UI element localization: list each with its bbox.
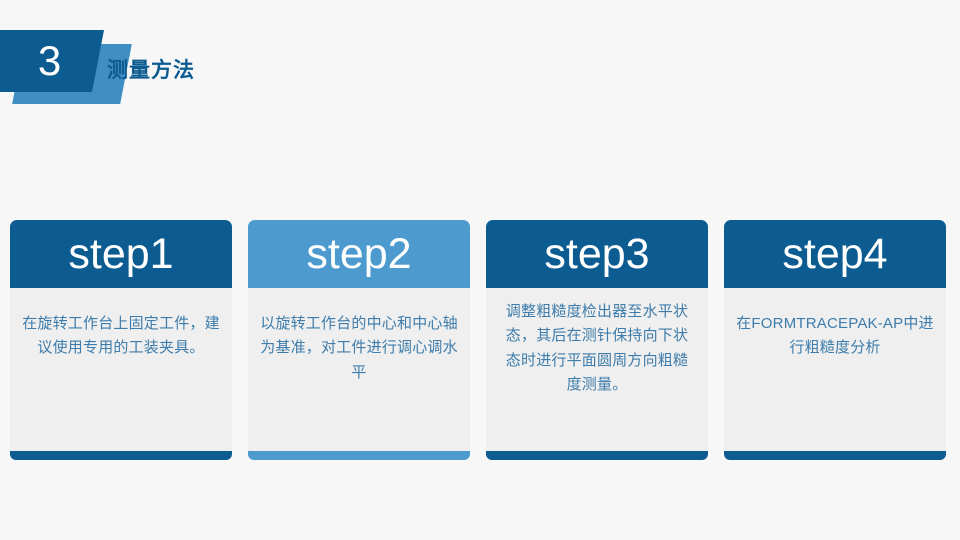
step-card-2: step2 以旋转工作台的中心和中心轴为基准，对工件进行调心调水平 — [248, 220, 470, 460]
step-card-4: step4 在FORMTRACEPAK-AP中进行粗糙度分析 — [724, 220, 946, 460]
step-card-4-text: 在FORMTRACEPAK-AP中进行粗糙度分析 — [724, 288, 946, 451]
step-card-1-title: step1 — [10, 220, 232, 288]
step-card-2-title: step2 — [248, 220, 470, 288]
step-card-2-footer-bar — [248, 451, 470, 460]
step-card-3-title: step3 — [486, 220, 708, 288]
slide-header: 3 测量方法 — [0, 30, 420, 110]
step-card-3-text: 调整粗糙度检出器至水平状态，其后在测针保持向下状态时进行平面圆周方向粗糙度测量。 — [486, 288, 708, 451]
step-card-1-footer-bar — [10, 451, 232, 460]
step-card-1-text: 在旋转工作台上固定工件，建议使用专用的工装夹具。 — [10, 288, 232, 451]
step-card-4-footer-bar — [724, 451, 946, 460]
step-card-1: step1 在旋转工作台上固定工件，建议使用专用的工装夹具。 — [10, 220, 232, 460]
badge-number-label: 3 — [37, 37, 63, 84]
step-card-4-title: step4 — [724, 220, 946, 288]
step-card-3: step3 调整粗糙度检出器至水平状态，其后在测针保持向下状态时进行平面圆周方向… — [486, 220, 708, 460]
page-title: 测量方法 — [107, 59, 195, 82]
step-card-3-footer-bar — [486, 451, 708, 460]
steps-row: step1 在旋转工作台上固定工件，建议使用专用的工装夹具。 step2 以旋转… — [10, 220, 950, 460]
step-card-2-text: 以旋转工作台的中心和中心轴为基准，对工件进行调心调水平 — [248, 288, 470, 451]
section-number-badge: 3 — [0, 30, 132, 110]
